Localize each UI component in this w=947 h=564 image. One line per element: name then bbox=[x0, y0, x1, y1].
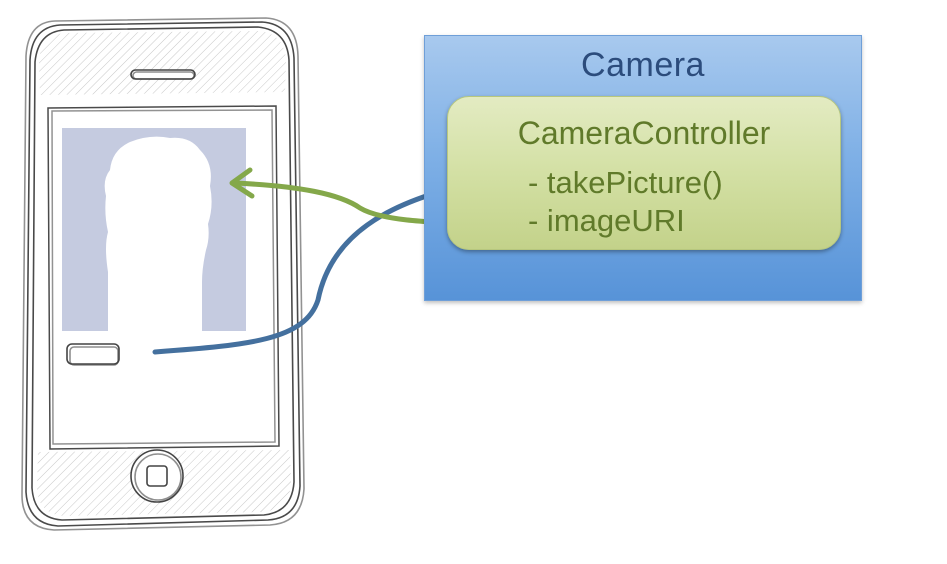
camera-title: Camera bbox=[581, 46, 705, 84]
home-button-icon bbox=[130, 449, 184, 503]
controller-title: CameraController bbox=[517, 115, 771, 151]
speaker-slot bbox=[130, 69, 196, 80]
method-take-picture: - takePicture() bbox=[528, 165, 723, 200]
phone-top-hatch bbox=[39, 31, 286, 95]
phone-body bbox=[21, 17, 305, 531]
property-image-uri: - imageURI bbox=[528, 203, 685, 238]
camera-plugin-box: Camera CameraController - takePicture() … bbox=[424, 35, 862, 301]
camera-controller-box: CameraController - takePicture() - image… bbox=[447, 96, 841, 250]
person-silhouette-icon bbox=[104, 136, 212, 331]
capture-button-sketch bbox=[66, 343, 120, 366]
